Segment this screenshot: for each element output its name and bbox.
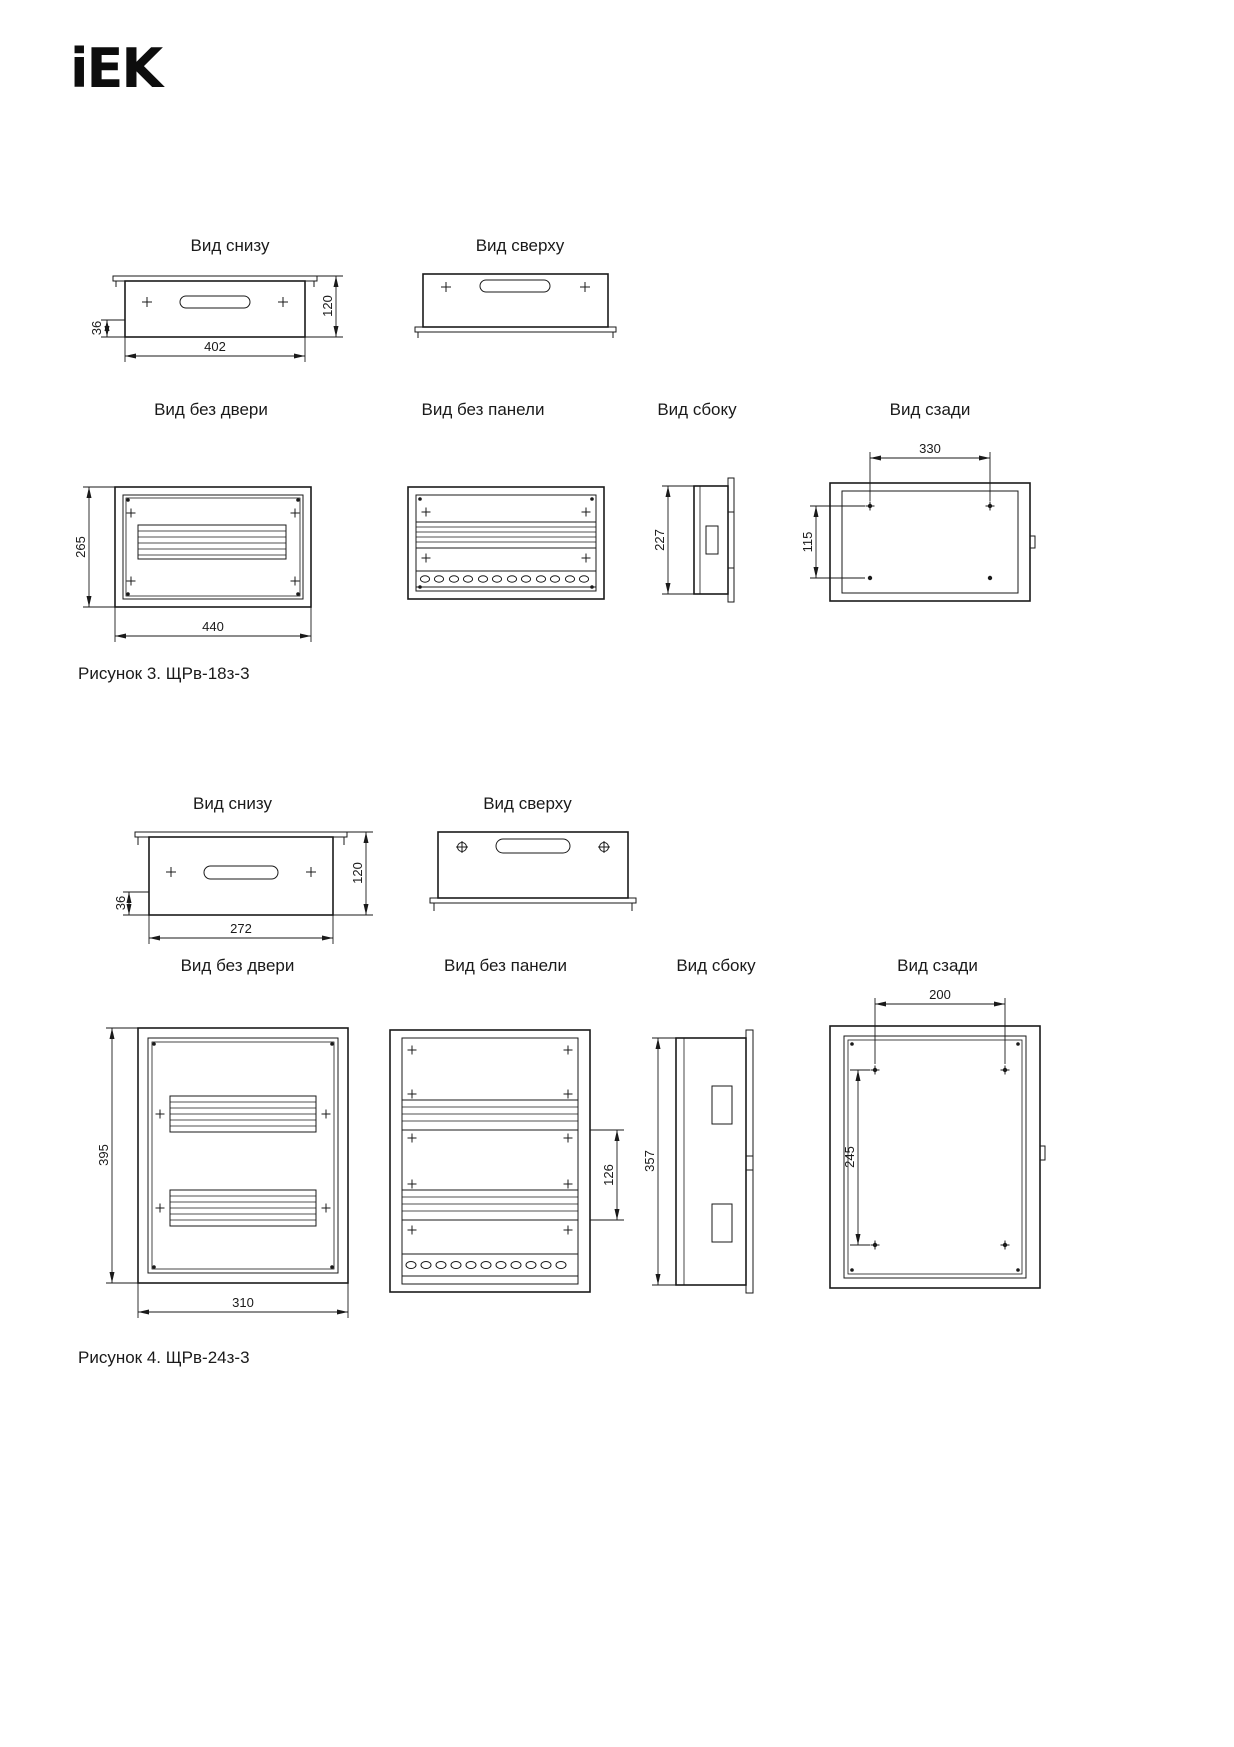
dimensions: 36 272 120 xyxy=(113,831,373,944)
dim-label-330: 330 xyxy=(919,441,941,456)
perforated-strip xyxy=(401,1253,579,1277)
enclosure-outline xyxy=(137,1027,349,1284)
enclosure-outline xyxy=(389,1029,591,1293)
fig4-panel-view-title: Вид без панели xyxy=(444,956,567,975)
dim-label-115: 115 xyxy=(800,532,815,553)
enclosure-outline xyxy=(112,275,318,338)
fig4-top-view-drawing xyxy=(429,831,637,911)
dim-label-126: 126 xyxy=(601,1164,616,1186)
cable-slot xyxy=(495,838,571,854)
latch-detail-lower xyxy=(711,1203,733,1243)
dim-label-227: 227 xyxy=(652,529,667,551)
enclosure-outline xyxy=(414,273,617,338)
enclosure-outline xyxy=(829,482,1036,602)
fig4-bottom-view-drawing: 36 272 120 xyxy=(113,831,373,944)
dim-label-395: 395 xyxy=(96,1144,111,1166)
screw-marks xyxy=(407,1045,573,1235)
enclosure-outline xyxy=(407,486,605,600)
dim-label-120: 120 xyxy=(350,862,365,884)
cable-slot xyxy=(179,295,251,309)
fig4-caption: Рисунок 4. ЩРв-24з-3 xyxy=(78,1348,250,1367)
fig3-side-view-drawing: 227 xyxy=(652,477,735,603)
fig3-side-view-title: Вид сбоку xyxy=(657,400,737,419)
cable-slot xyxy=(203,865,279,880)
fig4-front-view-title: Вид без двери xyxy=(180,956,295,975)
fig3-panel-view-title: Вид без панели xyxy=(421,400,545,419)
fig4-rear-view-drawing: 200 245 xyxy=(829,987,1046,1289)
perforation-holes xyxy=(405,1261,567,1269)
dim-label-200: 200 xyxy=(929,987,951,1002)
dim-label-36: 36 xyxy=(89,321,104,335)
front-flange xyxy=(727,477,735,603)
fig3-front-view-title: Вид без двери xyxy=(154,400,268,419)
fig4-front-view-drawing: 395 310 xyxy=(96,1027,349,1318)
din-rail-band xyxy=(415,521,597,549)
corner-dots xyxy=(126,498,300,596)
enclosure-outline xyxy=(134,831,348,916)
fig3-rear-view-drawing: 330 115 xyxy=(800,441,1036,602)
dim-label-272: 272 xyxy=(230,921,252,936)
perforation-holes xyxy=(419,575,590,583)
corner-dots xyxy=(418,497,594,589)
enclosure-outline xyxy=(675,1029,754,1294)
dimensions: 265 440 xyxy=(73,486,312,642)
fig4-side-view-title: Вид сбоку xyxy=(676,956,756,975)
dimensions: 330 115 xyxy=(800,441,991,579)
fig3-rear-view-title: Вид сзади xyxy=(889,400,971,419)
perforated-strip xyxy=(415,570,597,588)
din-rail-band-2 xyxy=(401,1189,579,1221)
lock-latch xyxy=(1029,535,1036,549)
screw-marks xyxy=(126,508,300,586)
fig3-front-view-drawing: 265 440 xyxy=(73,486,312,642)
fig4-side-view-drawing: 357 xyxy=(642,1029,754,1294)
fig4-top-view-title: Вид сверху xyxy=(483,794,572,813)
enclosure-outline xyxy=(114,486,312,608)
fig4-bottom-view-title: Вид снизу xyxy=(193,794,272,813)
dim-label-440: 440 xyxy=(202,619,224,634)
screw-marks xyxy=(166,867,316,877)
fig3-bottom-view-title: Вид снизу xyxy=(190,236,270,255)
dimensions: 227 xyxy=(652,485,694,595)
fig4-rear-view-title: Вид сзади xyxy=(897,956,978,975)
fig3-caption: Рисунок 3. ЩРв-18з-3 xyxy=(78,664,250,683)
latch-detail-upper xyxy=(711,1085,733,1125)
fig3-bottom-view-drawing: 36 402 120 xyxy=(89,275,343,362)
breaker-window xyxy=(137,524,287,560)
dim-label-120: 120 xyxy=(320,295,335,317)
mounting-holes xyxy=(850,1042,1020,1272)
mounting-holes xyxy=(865,501,995,581)
dim-label-357: 357 xyxy=(642,1150,657,1172)
dimensions: 357 xyxy=(642,1037,676,1286)
iek-logo: iEK xyxy=(70,37,163,100)
screw-marks xyxy=(441,282,590,292)
enclosure-outline xyxy=(429,831,637,911)
enclosure-outline xyxy=(829,1025,1046,1289)
din-rail-band-1 xyxy=(401,1099,579,1131)
fig4-panel-view-drawing: 126 xyxy=(389,1029,624,1293)
dimensions: 36 402 120 xyxy=(89,275,343,362)
dimensions: 200 245 xyxy=(842,987,1006,1246)
dim-label-36: 36 xyxy=(113,896,128,910)
dimensions: 126 xyxy=(590,1129,624,1221)
corner-dots xyxy=(152,1042,334,1269)
fig3-top-view-drawing xyxy=(414,273,617,338)
dim-label-265: 265 xyxy=(73,536,88,558)
lock-latch xyxy=(1039,1145,1046,1161)
dim-label-245: 245 xyxy=(842,1146,857,1168)
screw-marks xyxy=(142,297,288,307)
dim-label-310: 310 xyxy=(232,1295,254,1310)
fig3-panel-view-drawing xyxy=(407,486,605,600)
front-flange xyxy=(745,1029,754,1294)
screw-marks xyxy=(155,1109,331,1213)
cable-slot xyxy=(479,279,551,293)
screw-marks xyxy=(456,841,610,853)
screw-marks xyxy=(421,507,591,563)
dim-label-402: 402 xyxy=(204,339,226,354)
enclosure-outline xyxy=(693,477,735,603)
fig3-top-view-title: Вид сверху xyxy=(475,236,565,255)
latch-detail xyxy=(705,525,719,555)
dimensions: 395 310 xyxy=(96,1027,349,1318)
